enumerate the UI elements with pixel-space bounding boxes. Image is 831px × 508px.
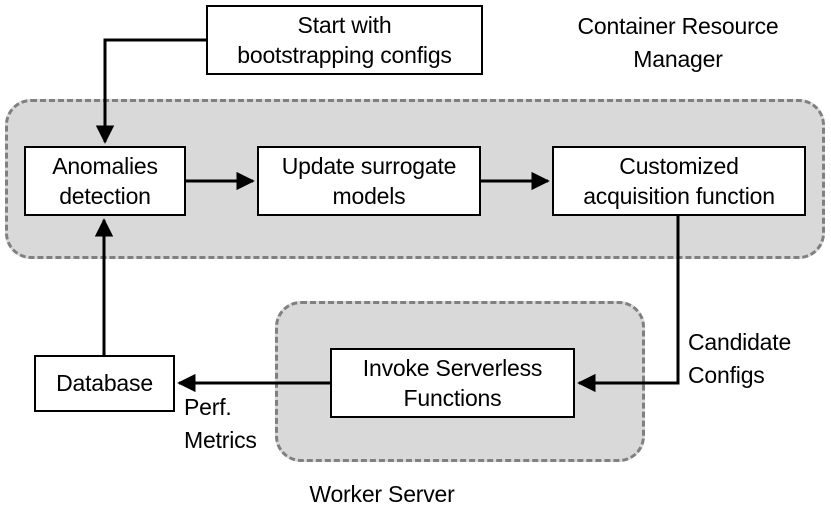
node-surrogate-label: Update surrogate models: [281, 152, 457, 209]
node-update-surrogate-models[interactable]: Update surrogate models: [257, 146, 481, 216]
node-customized-acquisition-function[interactable]: Customized acquisition function: [552, 146, 806, 216]
edge-start-to-anomalies: [95, 38, 206, 144]
node-anomalies-detection[interactable]: Anomalies detection: [24, 146, 186, 216]
node-acquisition-label: Customized acquisition function: [583, 152, 775, 209]
node-invoke-serverless-functions[interactable]: Invoke Serverless Functions: [330, 348, 575, 418]
node-database[interactable]: Database: [34, 355, 175, 412]
node-start-label: Start with bootstrapping configs: [237, 11, 452, 68]
group-label-worker-server: Worker Server: [309, 481, 455, 507]
edge-label-perf-metrics: Perf. Metrics: [184, 394, 257, 453]
group-label-container-resource-manager: Container Resource Manager: [577, 13, 779, 72]
node-start-with-bootstrapping-configs[interactable]: Start with bootstrapping configs: [206, 5, 483, 75]
node-database-label: Database: [56, 370, 153, 397]
edge-label-candidate-configs: Candidate Configs: [688, 329, 792, 388]
node-invoke-label: Invoke Serverless Functions: [362, 354, 543, 411]
node-anomalies-label: Anomalies detection: [52, 152, 158, 209]
edge-acquisition-to-invoke: [577, 216, 680, 393]
